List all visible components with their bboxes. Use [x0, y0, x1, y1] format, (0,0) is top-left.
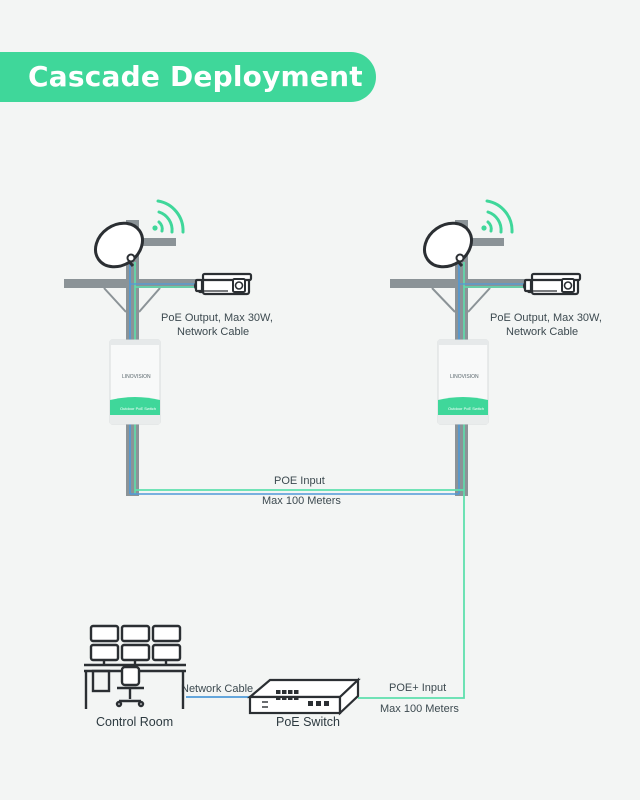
pole-brace	[467, 287, 491, 313]
device-brand: LINOVISION	[122, 374, 151, 380]
page-title: Cascade Deployment	[28, 60, 363, 93]
pole-brace	[431, 287, 456, 313]
device-band: Outdoor PoE Switch	[120, 406, 156, 411]
device-band: Outdoor PoE Switch	[448, 406, 484, 411]
outdoor-poe-switch: LINOVISION Outdoor PoE Switch	[437, 339, 489, 425]
poe-output-label: Network Cable	[177, 326, 249, 338]
monitor-wall-icon	[89, 624, 182, 664]
cascade-link: POE Input Max 100 Meters	[130, 475, 464, 507]
control-room-label: Control Room	[96, 715, 173, 729]
pole-left: PoE Output, Max 30W, Network Cable LINOV…	[64, 199, 273, 496]
bullet-camera-icon	[193, 272, 253, 296]
poe-switch-label: PoE Switch	[276, 715, 340, 729]
pole-right: PoE Output, Max 30W, Network Cable LINOV…	[390, 199, 602, 496]
dish-antenna-icon	[94, 221, 144, 269]
poe-input-label: POE Input	[274, 475, 325, 487]
title-banner: Cascade Deployment	[0, 52, 376, 102]
dish-antenna-icon	[423, 221, 473, 269]
wifi-icon	[152, 199, 185, 234]
poe-output-label: PoE Output, Max 30W,	[490, 312, 602, 324]
poe-output-label: PoE Output, Max 30W,	[161, 312, 273, 324]
poe-switch-icon: PoE Switch	[247, 677, 361, 729]
distance-label: Max 100 Meters	[262, 495, 341, 507]
bullet-camera-icon	[522, 272, 582, 296]
device-brand: LINOVISION	[450, 374, 479, 380]
wifi-icon	[481, 199, 514, 234]
uplink-link: POE+ Input Max 100 Meters	[358, 494, 465, 715]
network-cable-label: Network Cable	[181, 683, 253, 695]
control-link: Network Cable	[181, 683, 253, 698]
outdoor-poe-switch: LINOVISION Outdoor PoE Switch	[109, 339, 161, 425]
distance-label: Max 100 Meters	[380, 703, 459, 715]
pole-brace	[138, 287, 161, 313]
control-room: Control Room	[84, 624, 186, 729]
poe-output-label: Network Cable	[506, 326, 578, 338]
poe-plus-input-label: POE+ Input	[389, 682, 446, 694]
pole-brace	[103, 287, 127, 313]
poe-cable	[358, 494, 465, 699]
office-chair-icon	[115, 665, 145, 708]
